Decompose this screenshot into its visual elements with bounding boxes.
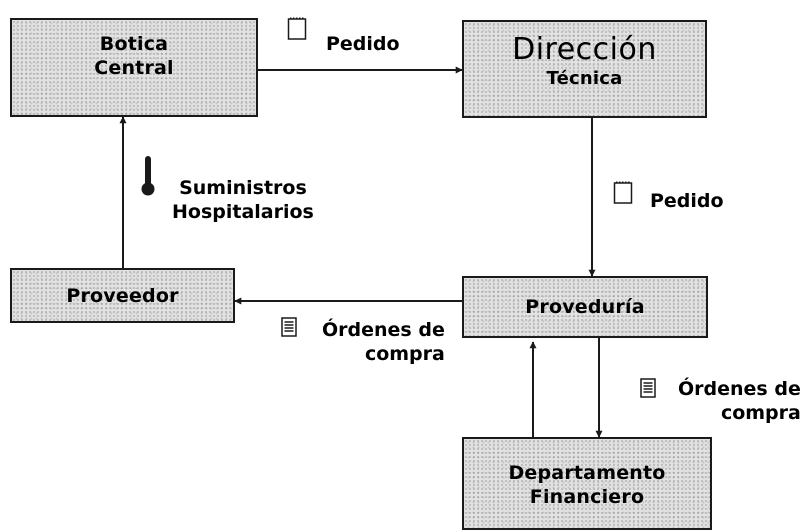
label-pedido-top: Pedido: [326, 33, 400, 55]
node-proveedor: Proveedor: [10, 268, 235, 323]
node-direccion-line1: Dirección: [512, 32, 657, 67]
label-suministros: Suministros Hospitalarios: [172, 176, 314, 224]
document-icon: [281, 317, 297, 337]
node-direccion-tecnica: Dirección Técnica: [462, 20, 707, 118]
document-icon: [640, 378, 656, 398]
label-ordenes-right-line2: compra: [720, 402, 801, 424]
node-proveedor-label: Proveedor: [66, 285, 179, 307]
node-botica-central: Botica Central: [10, 18, 258, 117]
label-ordenes-left-line1: Órdenes de: [322, 319, 445, 341]
label-suministros-line1: Suministros: [179, 177, 307, 199]
notepad-icon: [613, 181, 633, 204]
thermometer-icon: [141, 156, 155, 196]
label-ordenes-right-line1: Órdenes de: [678, 378, 801, 400]
label-suministros-line2: Hospitalarios: [172, 201, 314, 223]
node-departamento-financiero: Departamento Financiero: [462, 437, 712, 530]
label-ordenes-left-line2: compra: [364, 343, 445, 365]
node-proveduria-label: Proveduría: [525, 296, 645, 318]
node-financiero-line1: Departamento: [508, 462, 666, 484]
notepad-icon: [287, 17, 307, 40]
node-botica-line1: Botica: [99, 33, 169, 55]
label-ordenes-left: Órdenes de compra: [322, 318, 445, 366]
node-direccion-line2: Técnica: [546, 68, 623, 89]
node-proveduria: Proveduría: [462, 276, 708, 338]
label-pedido-right: Pedido: [650, 190, 724, 212]
label-ordenes-right: Órdenes de compra: [678, 377, 801, 425]
node-financiero-line2: Financiero: [529, 486, 645, 508]
node-botica-line2: Central: [94, 57, 174, 79]
